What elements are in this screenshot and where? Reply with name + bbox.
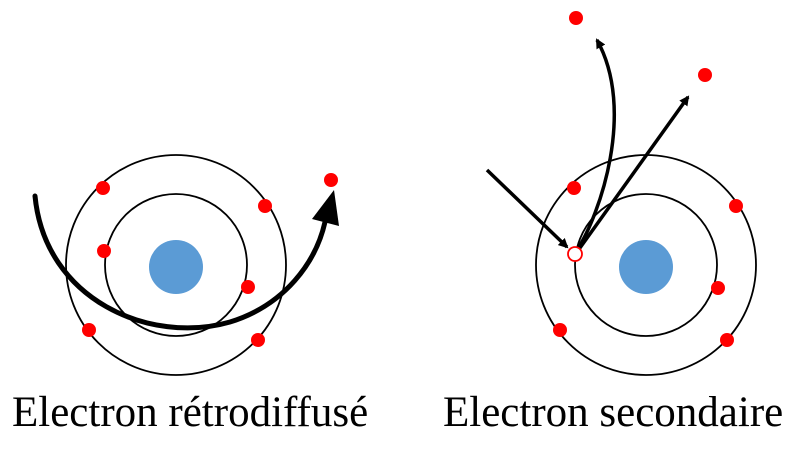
scattered-electron-arrow bbox=[575, 95, 690, 254]
backscattered-electron-caption: Electron rétrodiffusé bbox=[12, 389, 369, 436]
electron bbox=[711, 281, 725, 295]
vacancy-hole bbox=[567, 246, 583, 262]
electron bbox=[97, 244, 111, 258]
backscattered-electron bbox=[324, 173, 338, 187]
electron bbox=[553, 323, 567, 337]
electron bbox=[82, 323, 96, 337]
scattered-electron bbox=[698, 68, 712, 82]
ejected-electron bbox=[569, 11, 583, 25]
incident-electron-arrow bbox=[485, 168, 569, 249]
electron bbox=[241, 280, 255, 294]
secondary-atom bbox=[485, 11, 757, 376]
electron bbox=[251, 333, 265, 347]
outer-orbit bbox=[65, 154, 287, 376]
electron bbox=[96, 181, 110, 195]
electron bbox=[258, 199, 272, 213]
secondary-electron-trajectory bbox=[575, 38, 617, 251]
backscatter-trajectory bbox=[32, 193, 328, 331]
electron bbox=[729, 199, 743, 213]
backscatter-atom bbox=[32, 154, 339, 376]
backscatter-arrowhead bbox=[312, 190, 339, 226]
inner-orbit bbox=[104, 193, 248, 337]
secondary-electron-caption: Electron secondaire bbox=[443, 389, 784, 436]
nucleus bbox=[619, 240, 673, 294]
electron bbox=[720, 333, 734, 347]
electron bbox=[567, 181, 581, 195]
inner-orbit bbox=[574, 193, 718, 337]
nucleus bbox=[149, 240, 203, 294]
